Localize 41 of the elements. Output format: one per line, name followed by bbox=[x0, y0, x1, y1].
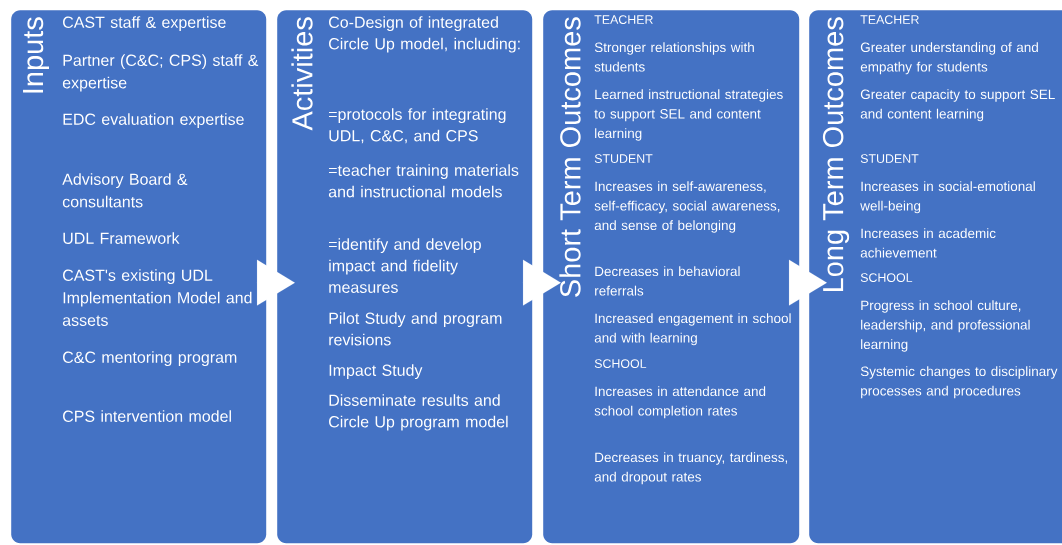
list-item: Increases in academic achievement bbox=[860, 228, 996, 258]
list-item: C&C mentoring program bbox=[63, 351, 237, 367]
list-item: Systemic changes to disciplinary processes and procedures bbox=[860, 366, 1058, 399]
group-heading: TEACHER bbox=[860, 15, 919, 24]
list-item: Increases in social-emotional well-being bbox=[860, 181, 1035, 214]
list-item: CPS intervention model bbox=[63, 410, 231, 422]
list-item: CAST's existing UDL Implementation Model and assets bbox=[62, 269, 252, 326]
list-item: Advisory Board & consultants bbox=[62, 173, 188, 208]
list-item: Stronger relationships with students bbox=[594, 42, 754, 72]
list-item: Disseminate results and Circle Up program model bbox=[329, 394, 508, 431]
list-item: Increased engagement in school and with learning bbox=[594, 313, 791, 346]
list-item: =protocols for integrating UDL, C&C, and CPS bbox=[329, 108, 506, 144]
list-item: UDL Framework bbox=[63, 232, 180, 244]
arrow bbox=[256, 259, 295, 306]
list-item: CAST staff & expertise bbox=[63, 16, 226, 32]
list-item: EDC evaluation expertise bbox=[63, 113, 244, 129]
list-item: Co-Design of integrated Circle Up model, including: bbox=[329, 16, 520, 53]
list-item: Greater capacity to support SEL and content learning bbox=[860, 89, 1055, 122]
column-title: Inputs bbox=[23, 17, 49, 93]
list-item: =teacher training materials and instructional models bbox=[328, 164, 519, 198]
list-item: Progress in school culture, leadership, and professional learning bbox=[861, 300, 1030, 352]
list-item: Increases in attendance and school completion rates bbox=[594, 386, 766, 419]
list-item: Greater understanding of and empathy for students bbox=[860, 42, 1038, 75]
list-item: Increases in self-awareness, self-efficacy, social awareness, and sense of belonging bbox=[594, 181, 780, 233]
arrow bbox=[789, 259, 827, 306]
list-item: Decreases in behavioral referrals bbox=[595, 266, 740, 296]
column-title: Activities bbox=[291, 17, 313, 131]
column-title: Short Term Outcomes bbox=[559, 17, 581, 297]
group-heading: STUDENT bbox=[860, 154, 919, 163]
list-item: Partner (C&C; CPS) staff & expertise bbox=[62, 54, 259, 92]
group-heading: SCHOOL bbox=[860, 273, 913, 282]
list-item: =identify and develop impact and fidelity measures bbox=[329, 238, 481, 293]
arrow bbox=[522, 259, 561, 306]
list-item: Learned instructional strategies to support SEL and content learning bbox=[594, 89, 783, 141]
list-item: Impact Study bbox=[329, 364, 423, 380]
group-heading: TEACHER bbox=[594, 15, 653, 24]
list-item: Decreases in truancy, tardiness, and dropout rates bbox=[594, 452, 788, 485]
group-heading: SCHOOL bbox=[594, 359, 647, 368]
column-title: Long Term Outcomes bbox=[822, 17, 850, 292]
list-item: Pilot Study and program revisions bbox=[329, 312, 502, 346]
group-heading: STUDENT bbox=[594, 154, 653, 163]
